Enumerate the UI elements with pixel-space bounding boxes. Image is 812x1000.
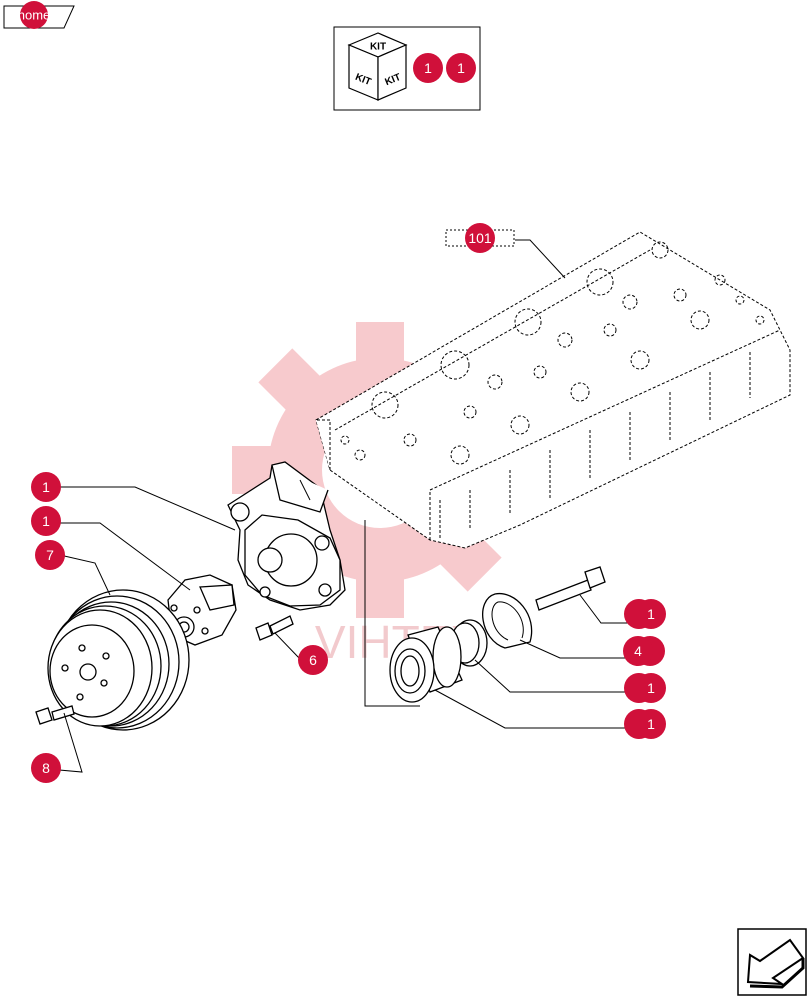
next-page-arrow-icon[interactable]: [737, 928, 807, 996]
svg-text:101: 101: [468, 230, 492, 246]
svg-text:1: 1: [647, 680, 655, 696]
svg-text:1: 1: [647, 716, 655, 732]
svg-text:1: 1: [647, 606, 655, 622]
callout-1-seal[interactable]: 1: [624, 673, 666, 703]
bolt-6: [255, 615, 294, 641]
leader-lines: [47, 486, 628, 773]
bearing: [389, 626, 463, 703]
svg-text:7: 7: [46, 547, 54, 563]
pulley: [47, 589, 190, 731]
svg-text:6: 6: [309, 652, 317, 668]
bolt-8: [35, 705, 75, 725]
kit-cube-icon: KIT KIT KIT: [347, 32, 408, 101]
kit-callout-1[interactable]: 1: [413, 53, 443, 83]
reference-label-101[interactable]: 101: [445, 223, 515, 253]
callout-1-second[interactable]: 1: [31, 506, 61, 536]
callout-1-bearing[interactable]: 1: [624, 709, 666, 739]
snap-ring: [482, 592, 533, 649]
svg-text:1: 1: [424, 60, 432, 76]
callout-1-top[interactable]: 1: [31, 472, 61, 502]
long-bolt: [535, 566, 606, 611]
callout-7[interactable]: 7: [35, 540, 65, 570]
svg-text:1: 1: [42, 479, 50, 495]
kit-cube-top-label: KIT: [370, 42, 386, 53]
svg-text:1: 1: [42, 513, 50, 529]
home-label: home: [18, 8, 51, 23]
callout-1-long-bolt[interactable]: 1: [624, 599, 666, 629]
cylinder-head: [315, 231, 791, 549]
water-pump-housing: [227, 461, 346, 611]
callout-8[interactable]: 8: [31, 753, 61, 783]
callout-4[interactable]: 4: [623, 636, 665, 666]
callout-6[interactable]: 6: [298, 645, 328, 675]
svg-text:8: 8: [42, 760, 50, 776]
kit-callout-2[interactable]: 1: [446, 53, 476, 83]
home-button[interactable]: home: [3, 1, 75, 29]
kit-box: KIT KIT KIT 1 1: [333, 26, 481, 111]
svg-text:1: 1: [457, 60, 465, 76]
svg-text:4: 4: [634, 643, 642, 659]
